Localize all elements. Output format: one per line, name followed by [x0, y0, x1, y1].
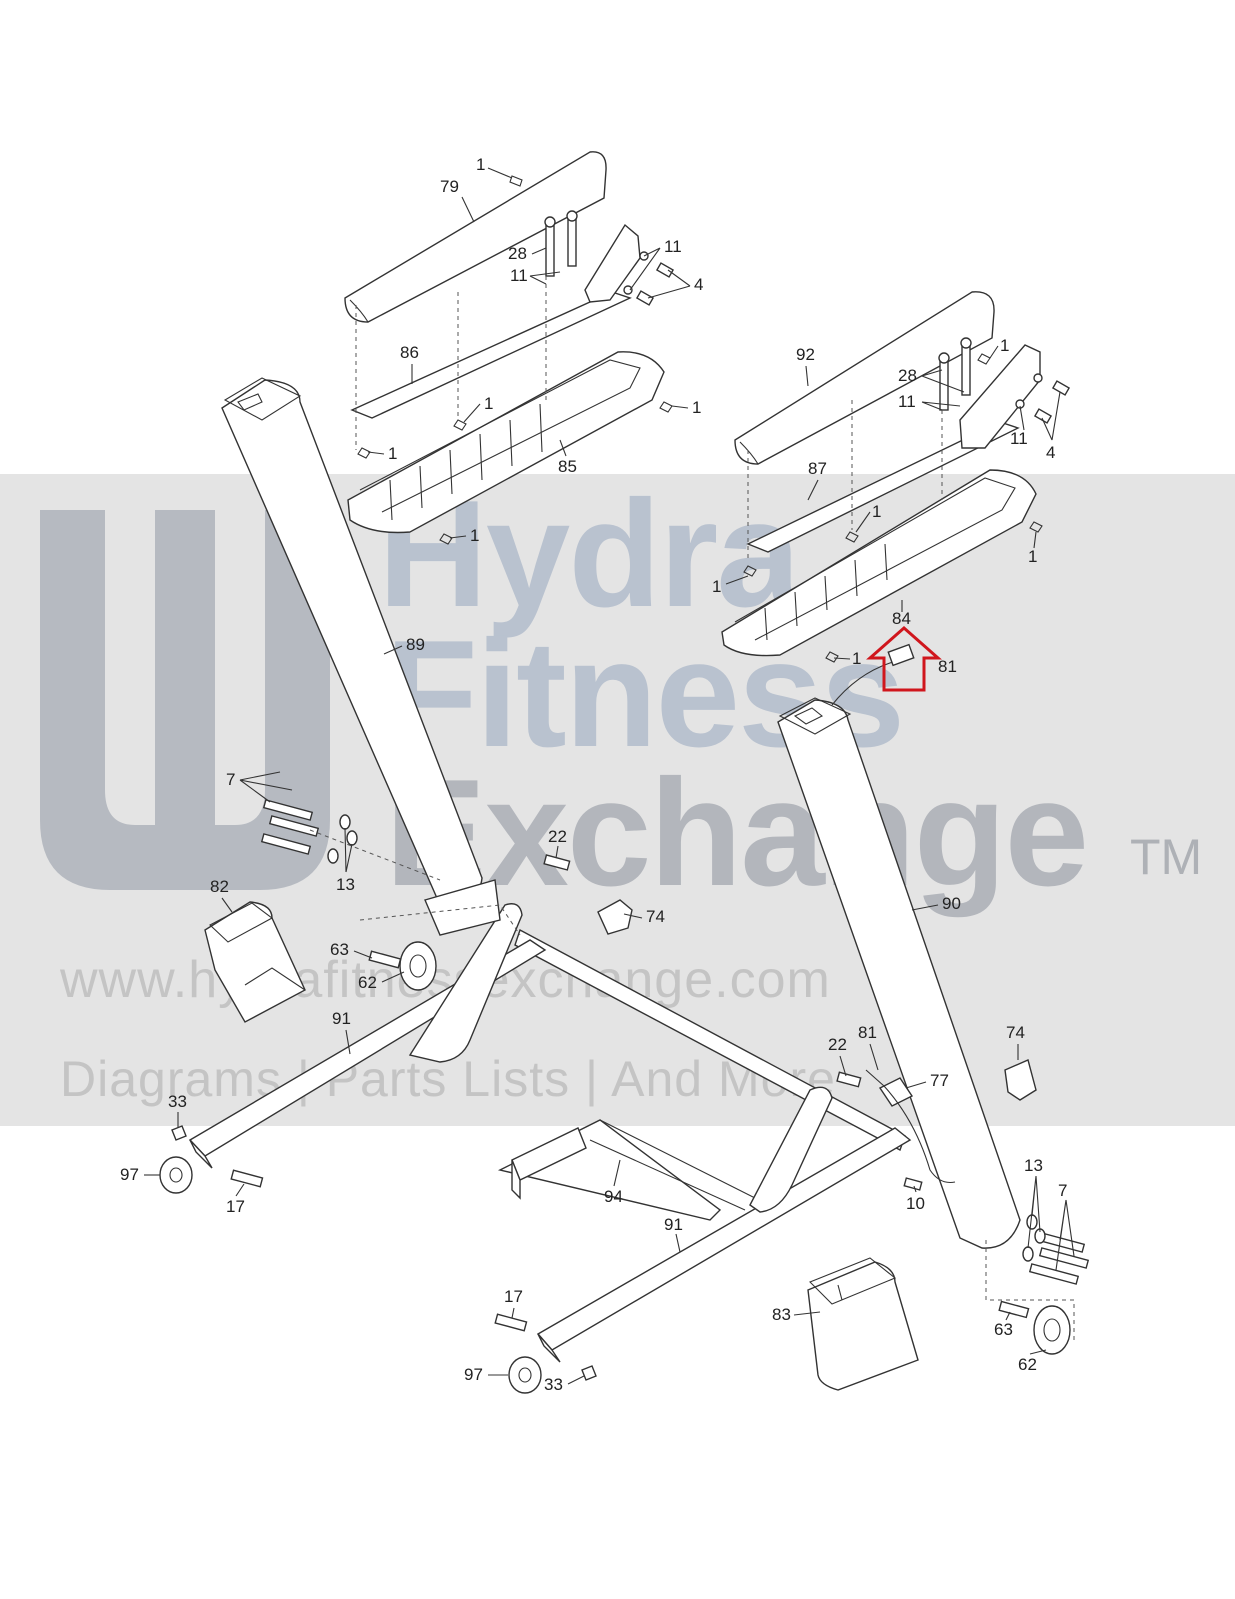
- callout-labels: 1 79 28 11 11 4 86 1 1 1 85 1 92 1 28 11…: [120, 155, 1067, 1394]
- callout-label: 10: [906, 1194, 925, 1213]
- callout-label: 11: [510, 266, 528, 285]
- part-62-left-wheel: [399, 941, 437, 991]
- dashed-guides-lower: [309, 829, 1075, 1340]
- hydra-logo-icon: [40, 510, 330, 890]
- callout-label: 17: [504, 1287, 523, 1306]
- callout-label: 7: [226, 770, 235, 789]
- part-85-housing: [347, 351, 665, 534]
- callout-label: 62: [358, 973, 377, 992]
- callout-label: 4: [1046, 443, 1055, 462]
- callout-label: 74: [1006, 1023, 1025, 1042]
- up-arrow-icon: [866, 625, 942, 692]
- callout-label: 28: [898, 366, 917, 385]
- fasteners-upper-right: [743, 337, 1071, 663]
- fasteners-upper-left: [357, 175, 675, 545]
- callout-label: 63: [994, 1320, 1013, 1339]
- callout-label: 7: [1058, 1181, 1067, 1200]
- callout-label: 17: [226, 1197, 245, 1216]
- part-81-connector-upper: [887, 643, 915, 667]
- hardware-lower: [171, 799, 1090, 1381]
- callout-label: 33: [168, 1092, 187, 1111]
- callout-label: 97: [464, 1365, 483, 1384]
- dashed-guides-upper-right: [747, 400, 943, 560]
- callout-label: 87: [808, 459, 827, 478]
- part-87-plate: [746, 421, 1020, 553]
- part-86-plate: [350, 291, 632, 419]
- part-79-top-cover: [344, 151, 607, 323]
- callout-label: 1: [712, 577, 721, 596]
- part-97-left-roller: [159, 1156, 193, 1194]
- callout-label: 1: [476, 155, 485, 174]
- callout-label: 4: [694, 275, 703, 294]
- part-83-right-shroud: [807, 1257, 919, 1391]
- callout-label: 11: [1010, 429, 1028, 448]
- part-82-left-shroud: [204, 901, 306, 1023]
- callout-label: 1: [692, 398, 701, 417]
- callout-label: 28: [508, 244, 527, 263]
- callout-label: 63: [330, 940, 349, 959]
- callout-label: 81: [938, 657, 957, 676]
- callout-label: 85: [558, 457, 577, 476]
- part-97-right-roller: [508, 1356, 542, 1394]
- part-90-right-upright: [777, 697, 1021, 1249]
- callout-label: 22: [828, 1035, 847, 1054]
- callout-label: 62: [1018, 1355, 1037, 1374]
- callout-label: 83: [772, 1305, 791, 1324]
- callout-label: 1: [1028, 547, 1037, 566]
- callout-label: 1: [872, 502, 881, 521]
- callout-label: 33: [544, 1375, 563, 1394]
- part-92-top-cover: [734, 291, 995, 465]
- watermark-exchange: Exchange: [385, 748, 1089, 918]
- part-62-right-wheel: [1033, 1305, 1071, 1355]
- callout-label: 94: [604, 1187, 623, 1206]
- callout-label: 91: [664, 1215, 683, 1234]
- callout-label: 1: [852, 649, 861, 668]
- left-pivot-bracket: [408, 879, 523, 1063]
- callout-label: 84: [892, 609, 911, 628]
- callout-label: 92: [796, 345, 815, 364]
- callout-label: 89: [406, 635, 425, 654]
- callout-label: 1: [470, 526, 479, 545]
- callout-label: 22: [548, 827, 567, 846]
- callout-label: 81: [858, 1023, 877, 1042]
- callout-label: 97: [120, 1165, 139, 1184]
- callout-label: 90: [942, 894, 961, 913]
- callout-label: 11: [664, 237, 682, 256]
- callout-label: 13: [336, 875, 355, 894]
- callout-label: 74: [646, 907, 665, 926]
- leader-lines: [144, 167, 1075, 1385]
- callout-label: 1: [484, 394, 493, 413]
- callout-label: 1: [388, 444, 397, 463]
- watermark-trademark: TM: [1130, 829, 1203, 885]
- callout-label: 11: [898, 392, 916, 411]
- callout-label: 79: [440, 177, 459, 196]
- callout-label: 13: [1024, 1156, 1043, 1175]
- callout-label: 82: [210, 877, 229, 896]
- callout-label: 77: [930, 1071, 949, 1090]
- dashed-guides-upper-left: [355, 276, 547, 450]
- callout-label: 91: [332, 1009, 351, 1028]
- part-84-housing: [721, 469, 1037, 657]
- wire-81-upper: [831, 659, 901, 706]
- right-pivot-bracket: [749, 1086, 833, 1213]
- callout-label: 1: [1000, 336, 1009, 355]
- callout-label: 86: [400, 343, 419, 362]
